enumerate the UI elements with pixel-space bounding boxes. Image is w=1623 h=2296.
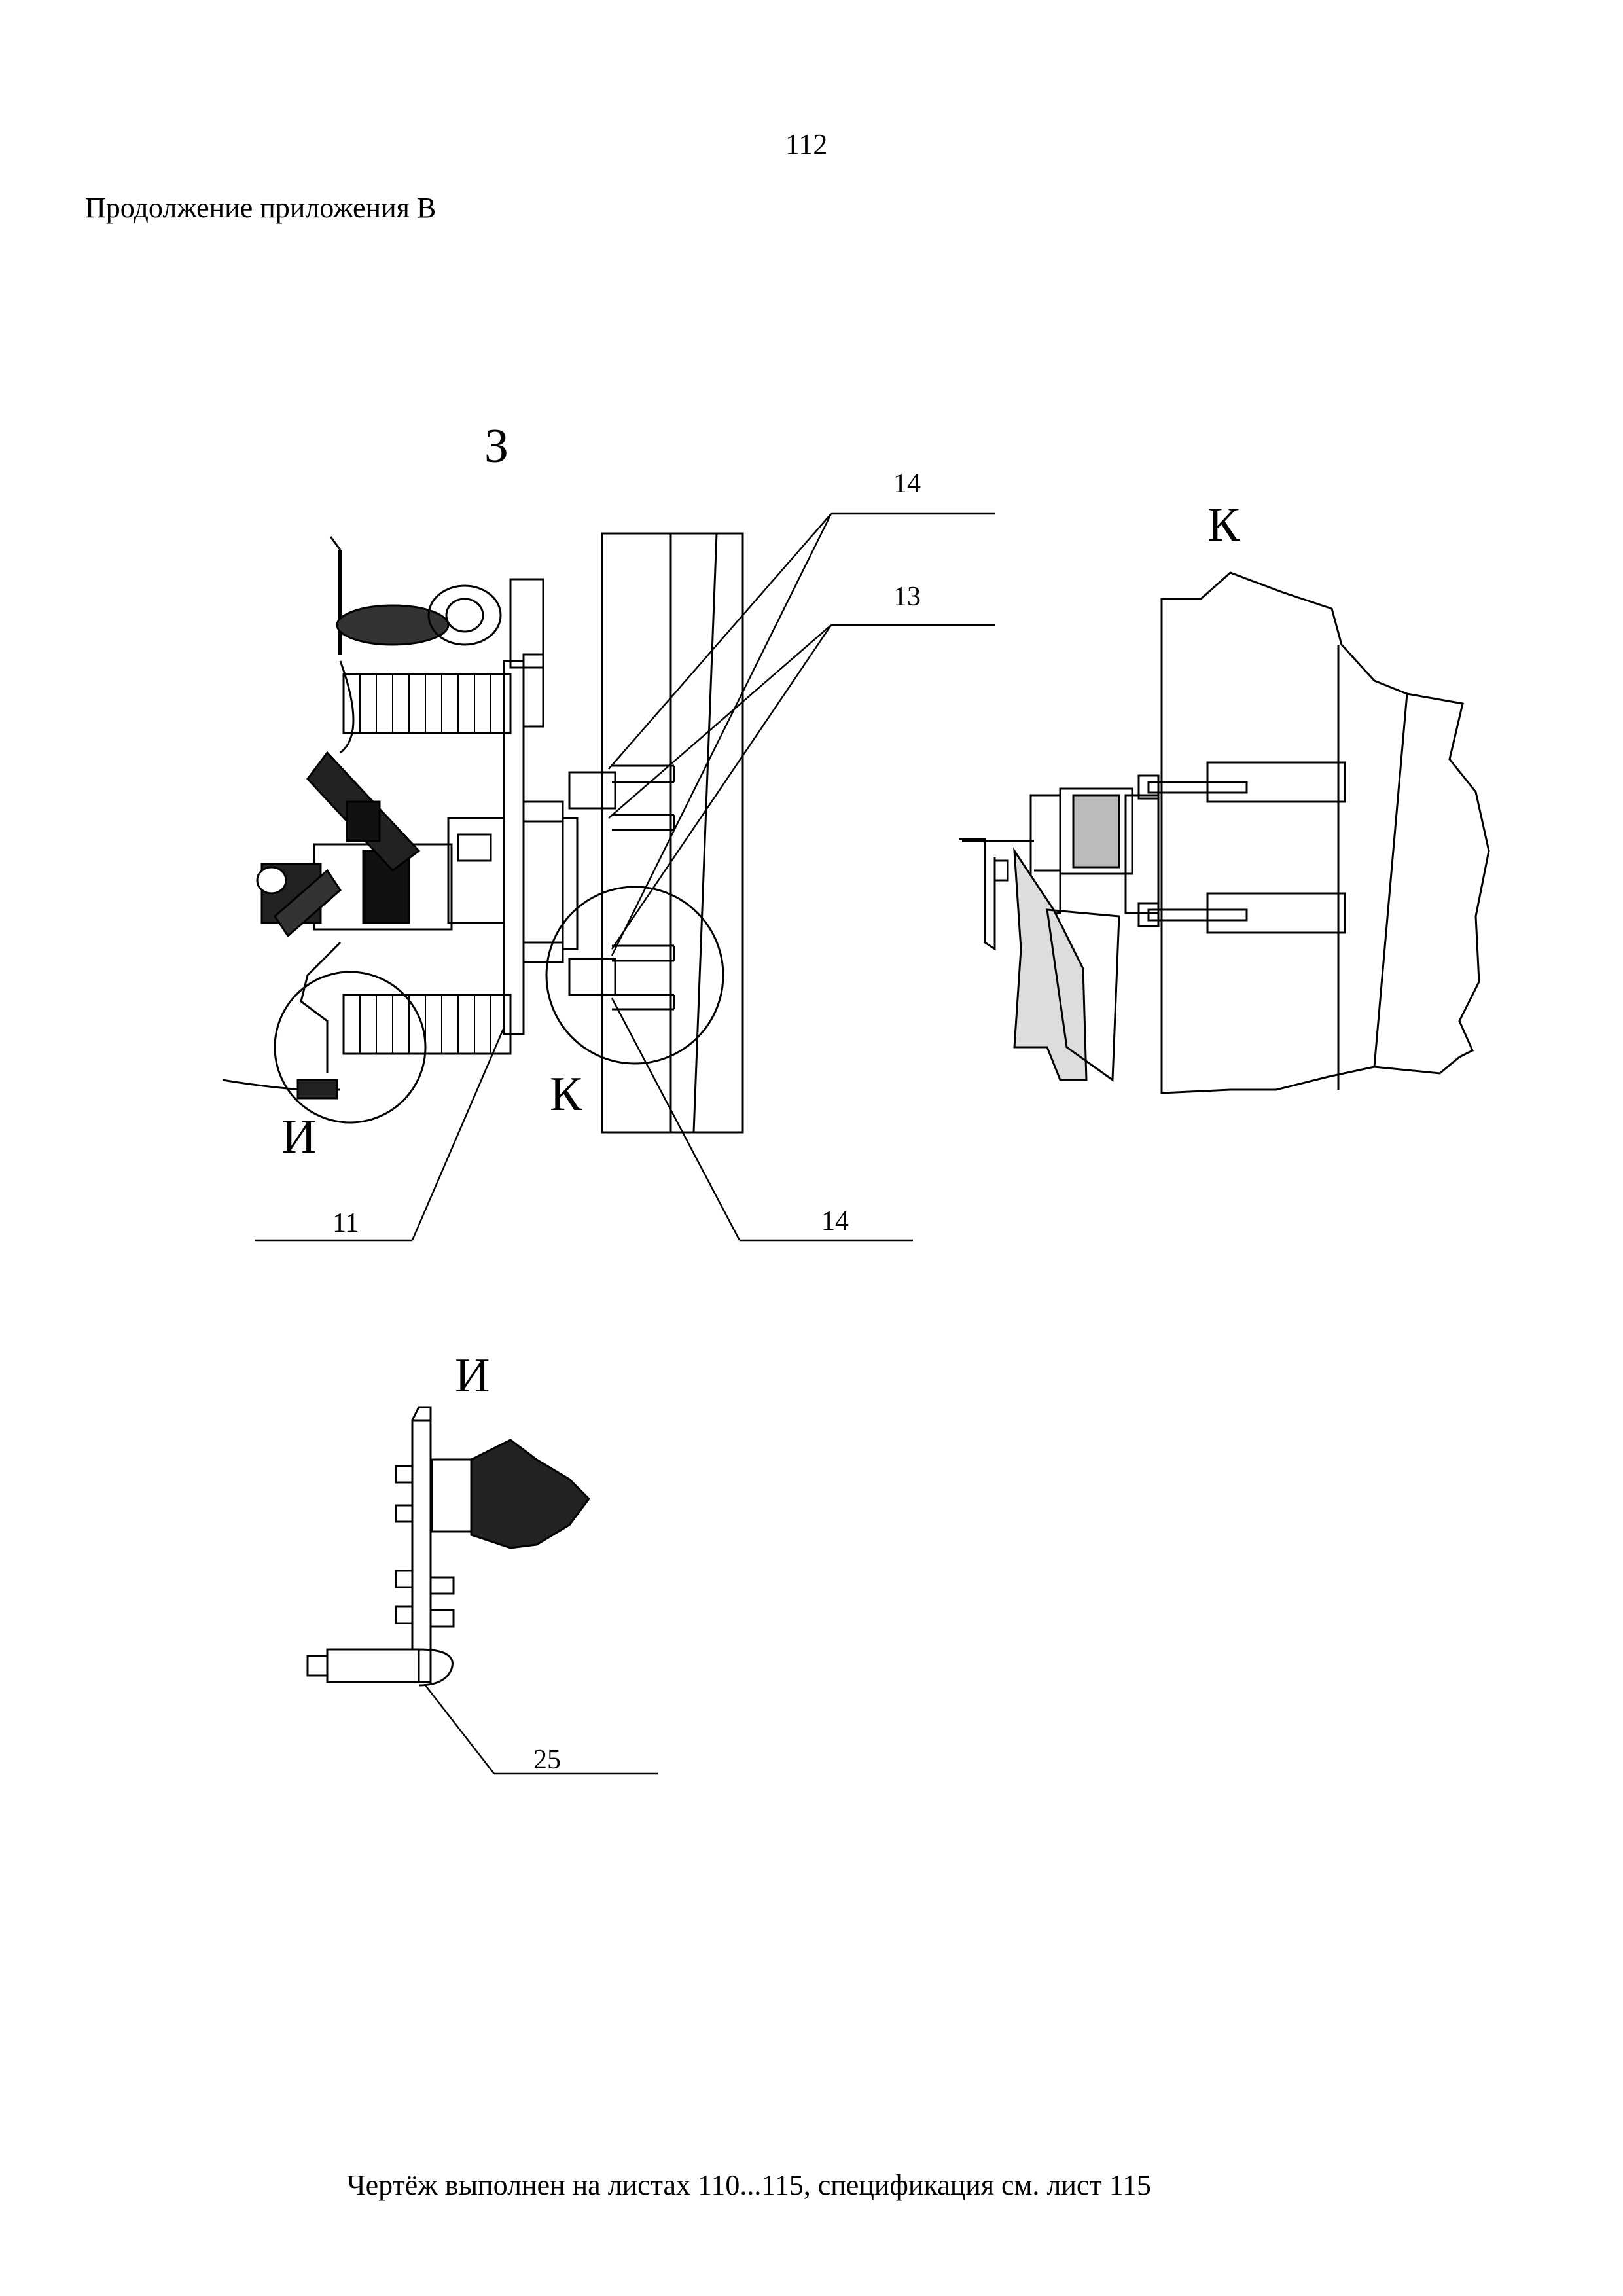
- leader-lines: [255, 512, 995, 1242]
- detail-circle-k: [545, 886, 724, 1065]
- callout-14-bottom: 14: [821, 1206, 849, 1236]
- suspension-insulator: [329, 536, 502, 754]
- detail-circle-i: [274, 971, 427, 1124]
- callout-label-k: К: [550, 1067, 582, 1121]
- main-view-drawing: [222, 512, 995, 1242]
- view-label-detail-i: И: [455, 1349, 490, 1403]
- view-label-main: З: [484, 420, 509, 473]
- view-label-detail-k: К: [1207, 498, 1240, 552]
- mounting-frame: [447, 578, 564, 1035]
- pole-section: [1160, 571, 1490, 1094]
- callout-label-i: И: [281, 1110, 317, 1164]
- lower-insulator: [342, 994, 512, 1055]
- callout-13: 13: [893, 582, 921, 612]
- callout-25: 25: [533, 1745, 561, 1775]
- callout-14-top: 14: [893, 469, 921, 499]
- page-heading: Продолжение приложения В: [85, 192, 437, 224]
- page-number: 112: [785, 128, 828, 160]
- pole: [601, 532, 744, 1134]
- pole-brackets: [562, 764, 675, 1011]
- footer-note: Чертёж выполнен на листах 110...115, спе…: [347, 2169, 1152, 2201]
- callout-11: 11: [332, 1208, 359, 1238]
- upper-insulator: [342, 673, 512, 734]
- detail-k-drawing: [959, 571, 1490, 1094]
- cable: [222, 941, 342, 1100]
- detail-i-drawing: [306, 1406, 658, 1775]
- breaker-body: [256, 751, 453, 938]
